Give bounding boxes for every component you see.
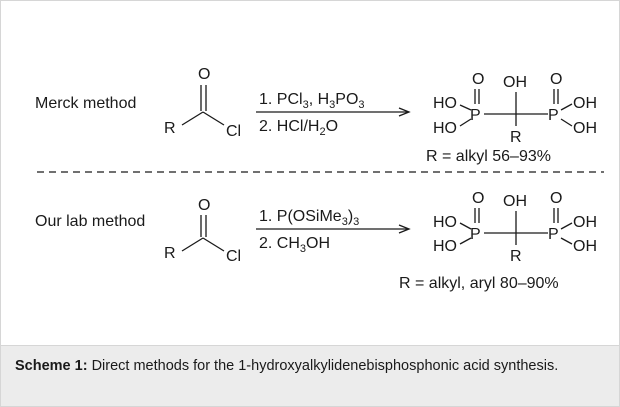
lab-ho-bottom: HO bbox=[433, 238, 457, 255]
lab-ho-top: HO bbox=[433, 214, 457, 231]
merck-po-left-o: O bbox=[472, 71, 484, 88]
merck-cl-label: Cl bbox=[226, 123, 241, 140]
lab-yield: R = alkyl, aryl 80–90% bbox=[399, 275, 559, 292]
reaction-scheme: Merck method O R Cl 1. PCl3, H3PO3 2. HC… bbox=[35, 66, 604, 292]
merck-ho-top: HO bbox=[433, 95, 457, 112]
lab-cl-bond bbox=[202, 237, 225, 252]
merck-yield: R = alkyl 56–93% bbox=[426, 148, 551, 165]
lab-po-left-o: O bbox=[472, 190, 484, 207]
caption-label: Scheme 1: bbox=[15, 358, 88, 374]
lab-r-label: R bbox=[164, 245, 176, 262]
merck-bisphosphonic-acid: HO HO O P OH R O P OH OH bbox=[433, 71, 597, 146]
merck-carbonyl-o: O bbox=[198, 66, 210, 83]
lab-row: Our lab method O R Cl 1. P(OSiMe3)3 2. C… bbox=[35, 190, 597, 292]
merck-arrow-head bbox=[398, 107, 411, 117]
merck-cl-bond bbox=[202, 111, 225, 126]
lab-ho-bottom-bond bbox=[459, 237, 472, 245]
merck-oh-center: OH bbox=[503, 74, 527, 91]
lab-product-r: R bbox=[510, 248, 522, 265]
merck-r-bond bbox=[181, 111, 204, 126]
merck-method-label: Merck method bbox=[35, 95, 136, 112]
merck-ho-bottom-bond bbox=[459, 118, 472, 127]
caption-text: Direct methods for the 1-hydroxyalkylide… bbox=[87, 358, 559, 374]
lab-po-right-o: O bbox=[550, 190, 562, 207]
lab-p-left: P bbox=[470, 226, 481, 243]
merck-ho-bottom: HO bbox=[433, 120, 457, 137]
lab-oh-center: OH bbox=[503, 193, 527, 210]
lab-oh-bottom-bond bbox=[560, 237, 573, 245]
merck-row: Merck method O R Cl 1. PCl3, H3PO3 2. HC… bbox=[35, 66, 597, 165]
merck-ho-top-bond bbox=[459, 104, 472, 111]
merck-p-left: P bbox=[470, 107, 481, 124]
lab-oh-top: OH bbox=[573, 214, 597, 231]
lab-carbonyl-o: O bbox=[198, 197, 210, 214]
merck-oh-top: OH bbox=[573, 95, 597, 112]
lab-oh-top-bond bbox=[560, 222, 573, 230]
lab-method-label: Our lab method bbox=[35, 213, 145, 230]
lab-condition-1: 1. P(OSiMe3)3 bbox=[259, 208, 359, 228]
merck-oh-top-bond bbox=[560, 103, 573, 111]
merck-oh-bottom-bond bbox=[560, 118, 573, 127]
lab-oh-bottom: OH bbox=[573, 238, 597, 255]
merck-p-right: P bbox=[548, 107, 559, 124]
lab-ho-top-bond bbox=[459, 222, 472, 230]
lab-condition-2: 2. CH3OH bbox=[259, 235, 330, 255]
lab-acyl-chloride: O R Cl bbox=[164, 197, 241, 265]
lab-arrow-head bbox=[398, 224, 411, 234]
merck-r-label: R bbox=[164, 120, 176, 137]
scheme-caption: Scheme 1: Direct methods for the 1-hydro… bbox=[1, 345, 619, 406]
merck-po-right-o: O bbox=[550, 71, 562, 88]
merck-acyl-chloride: O R Cl bbox=[164, 66, 241, 140]
lab-bisphosphonic-acid: HO HO O P OH R O P OH OH bbox=[433, 190, 597, 265]
merck-condition-1: 1. PCl3, H3PO3 bbox=[259, 91, 365, 111]
lab-p-right: P bbox=[548, 226, 559, 243]
lab-cl-label: Cl bbox=[226, 248, 241, 265]
lab-r-bond bbox=[181, 237, 204, 252]
merck-oh-bottom: OH bbox=[573, 120, 597, 137]
merck-product-r: R bbox=[510, 129, 522, 146]
merck-condition-2: 2. HCl/H2O bbox=[259, 118, 338, 138]
